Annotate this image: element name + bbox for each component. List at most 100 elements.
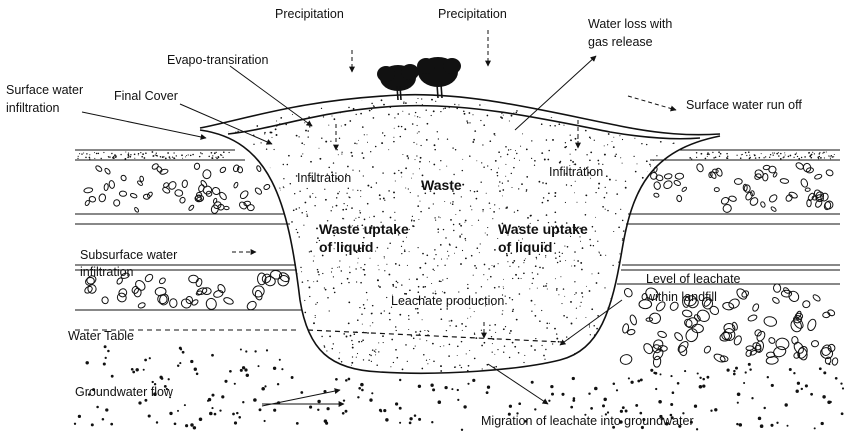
texture-dot [364, 264, 365, 265]
texture-dot [550, 385, 553, 388]
texture-dot [829, 401, 831, 403]
texture-dot [333, 343, 334, 344]
texture-pebble [696, 163, 705, 173]
texture-dot [405, 167, 407, 169]
texture-dot [416, 144, 417, 145]
texture-pebble [251, 284, 266, 299]
texture-dot [437, 131, 438, 132]
texture-dot [96, 406, 99, 409]
texture-dot [367, 134, 368, 135]
texture-dot [190, 423, 193, 426]
texture-dot [258, 112, 259, 113]
texture-dot [518, 97, 520, 99]
texture-dot [502, 189, 504, 191]
texture-dot [383, 197, 385, 199]
texture-pebble [788, 191, 798, 199]
texture-dot [284, 187, 285, 188]
evapotranspiration-arrow [230, 66, 312, 126]
texture-dot [665, 241, 667, 243]
texture-dot [446, 166, 447, 167]
texture-dot [461, 323, 463, 325]
texture-dot [207, 400, 209, 402]
texture-dot [570, 134, 571, 135]
texture-dot [493, 211, 495, 213]
texture-dot [412, 225, 414, 227]
texture-pebble [156, 166, 163, 174]
texture-dot [462, 250, 463, 251]
texture-dot [480, 181, 481, 182]
texture-pebble [673, 331, 684, 342]
texture-dot [417, 291, 419, 293]
texture-dot [316, 360, 317, 361]
texture-dot [315, 197, 316, 198]
texture-dot [574, 294, 575, 295]
texture-dot [408, 113, 409, 114]
texture-dot [125, 152, 126, 153]
texture-dot [419, 117, 420, 118]
texture-dot [224, 380, 227, 383]
texture-dot [184, 404, 186, 406]
texture-dot [266, 349, 268, 351]
texture-dot [440, 370, 442, 372]
texture-dot [279, 105, 281, 107]
texture-dot [316, 367, 318, 369]
texture-dot [247, 356, 249, 358]
texture-dot [345, 379, 348, 382]
texture-dot [604, 154, 606, 156]
groundwater-flow-label: Groundwater flow [75, 385, 174, 399]
texture-dot [840, 382, 842, 384]
texture-dot [232, 335, 234, 337]
texture-pebble [263, 183, 271, 190]
texture-dot [266, 361, 267, 362]
texture-dot [524, 355, 525, 356]
texture-dot [394, 212, 395, 213]
texture-dot [253, 272, 254, 273]
texture-dot [253, 144, 254, 145]
texture-dot [341, 283, 342, 284]
texture-dot [367, 203, 369, 205]
texture-dot [657, 123, 658, 124]
texture-pebble [104, 183, 109, 190]
texture-dot [669, 242, 670, 243]
texture-dot [396, 357, 398, 359]
texture-dot [539, 320, 541, 322]
texture-dot [637, 256, 639, 258]
texture-dot [252, 345, 253, 346]
texture-dot [261, 388, 263, 390]
texture-dot [516, 153, 517, 154]
texture-dot [652, 201, 654, 203]
texture-dot [554, 328, 556, 330]
texture-dot [199, 156, 200, 157]
texture-pebble [629, 314, 638, 325]
texture-dot [749, 158, 751, 160]
texture-dot [107, 350, 110, 353]
texture-dot [434, 144, 436, 146]
texture-dot [354, 143, 356, 145]
texture-dot [509, 405, 512, 408]
texture-dot [736, 423, 738, 425]
texture-dot [535, 338, 536, 339]
texture-dot [264, 255, 266, 257]
texture-pebble [825, 169, 834, 177]
landfill-liner [200, 130, 720, 373]
texture-dot [451, 320, 453, 322]
texture-dot [161, 377, 164, 380]
texture-dot [601, 349, 602, 350]
texture-dot [555, 278, 556, 279]
texture-pebble [254, 290, 263, 301]
texture-dot [247, 163, 249, 165]
texture-dot [465, 240, 466, 241]
texture-dot [508, 149, 509, 150]
texture-dot [613, 137, 614, 138]
texture-dot [269, 230, 270, 231]
texture-dot [402, 111, 403, 112]
texture-dot [526, 189, 528, 191]
texture-dot [496, 172, 498, 174]
texture-dot [595, 231, 596, 232]
texture-pebble [741, 290, 750, 299]
texture-dot [668, 152, 670, 154]
texture-dot [630, 381, 633, 384]
texture-dot [823, 152, 825, 154]
texture-dot [571, 323, 573, 325]
texture-dot [598, 183, 600, 185]
